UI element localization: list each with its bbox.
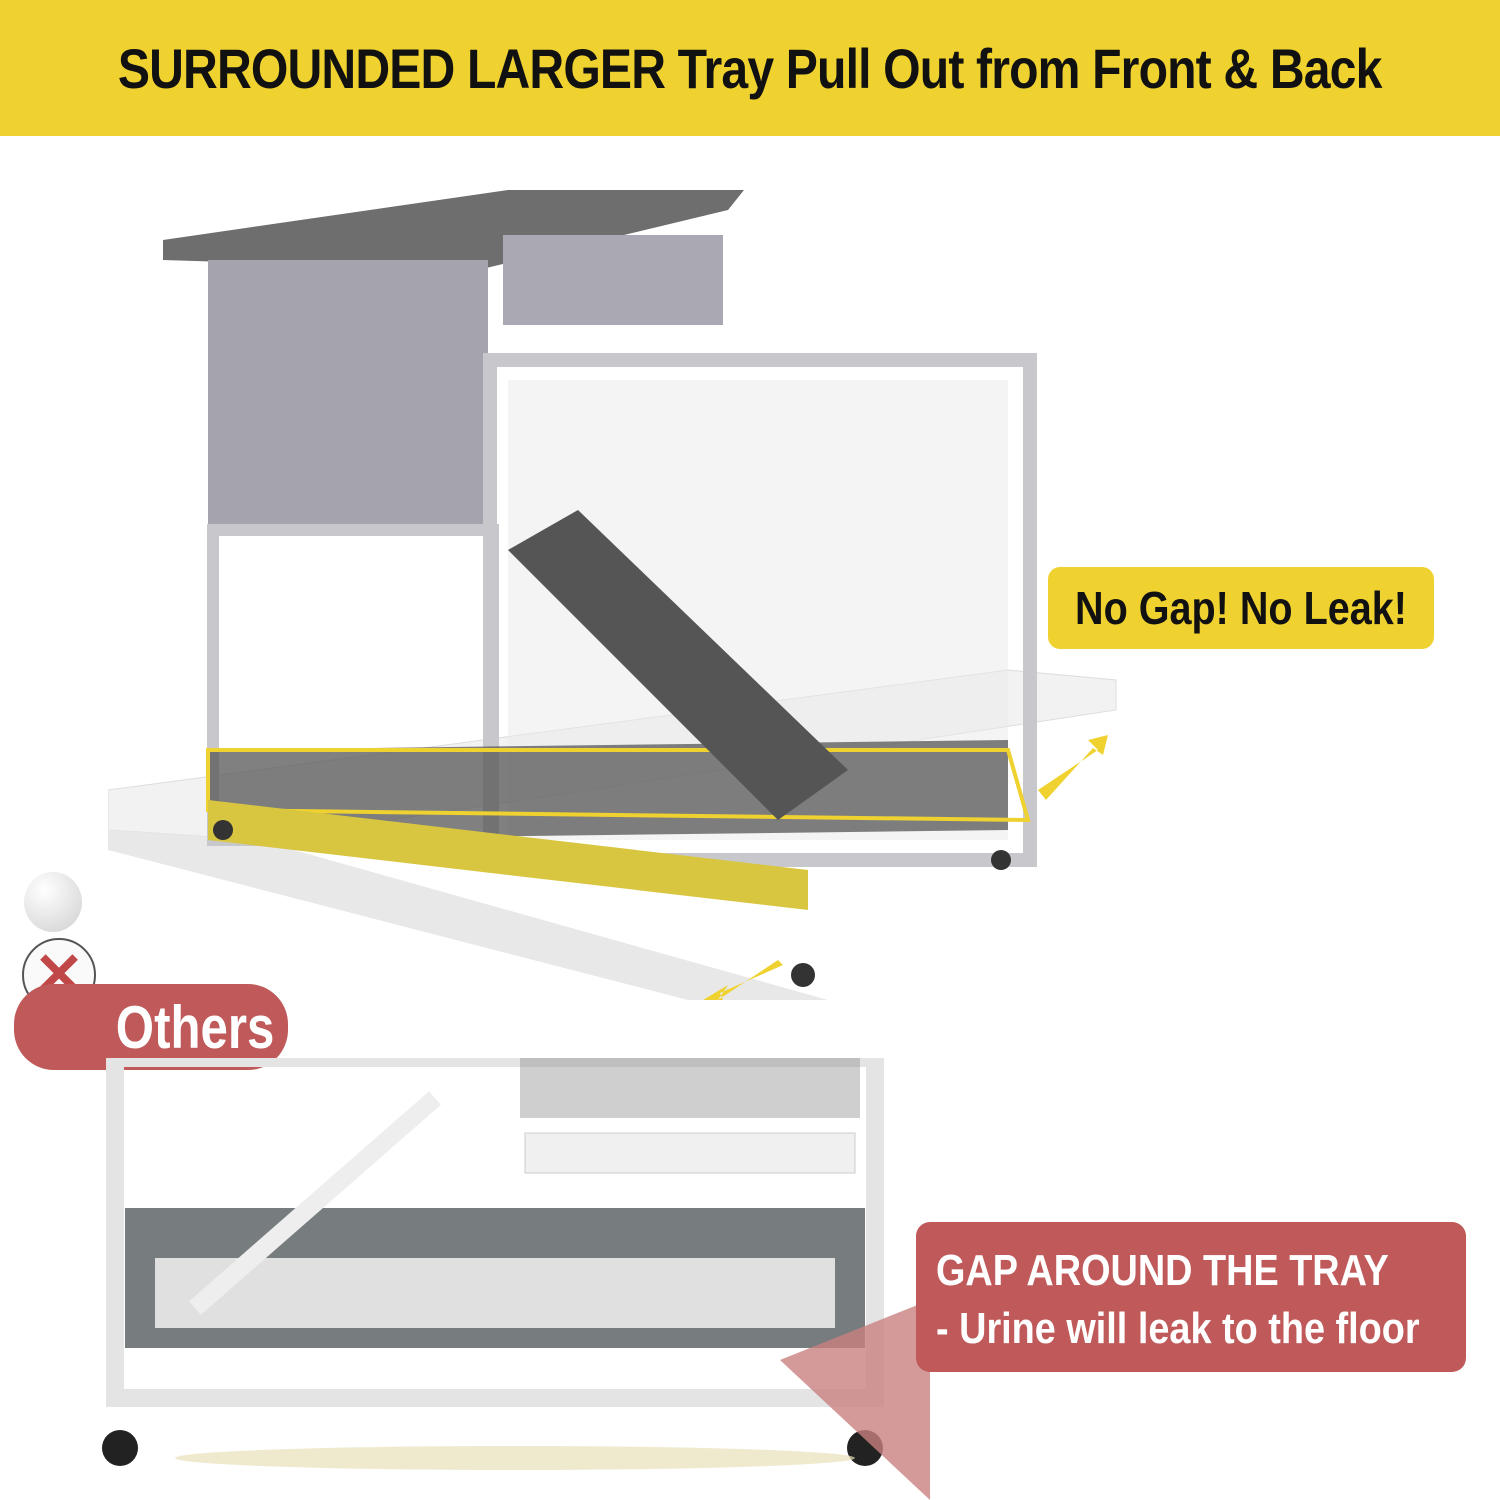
- gap-warning-detail: - Urine will leak to the floor: [936, 1304, 1420, 1353]
- others-label: Others: [14, 984, 288, 1070]
- banner-title: SURROUNDED LARGER Tray Pull Out from Fro…: [118, 36, 1383, 100]
- hutch-with-tray-illustration: [108, 190, 1117, 1000]
- gap-warning-title: GAP AROUND THE TRAY: [936, 1246, 1389, 1295]
- title-banner: SURROUNDED LARGER Tray Pull Out from Fro…: [0, 0, 1500, 136]
- figure-head: [24, 872, 82, 932]
- no-gap-callout: No Gap! No Leak!: [1048, 567, 1434, 649]
- callout-pointer: [780, 1300, 930, 1500]
- gap-warning-callout: GAP AROUND THE TRAY - Urine will leak to…: [916, 1222, 1466, 1372]
- competitor-hutch-illustration: [102, 1058, 884, 1470]
